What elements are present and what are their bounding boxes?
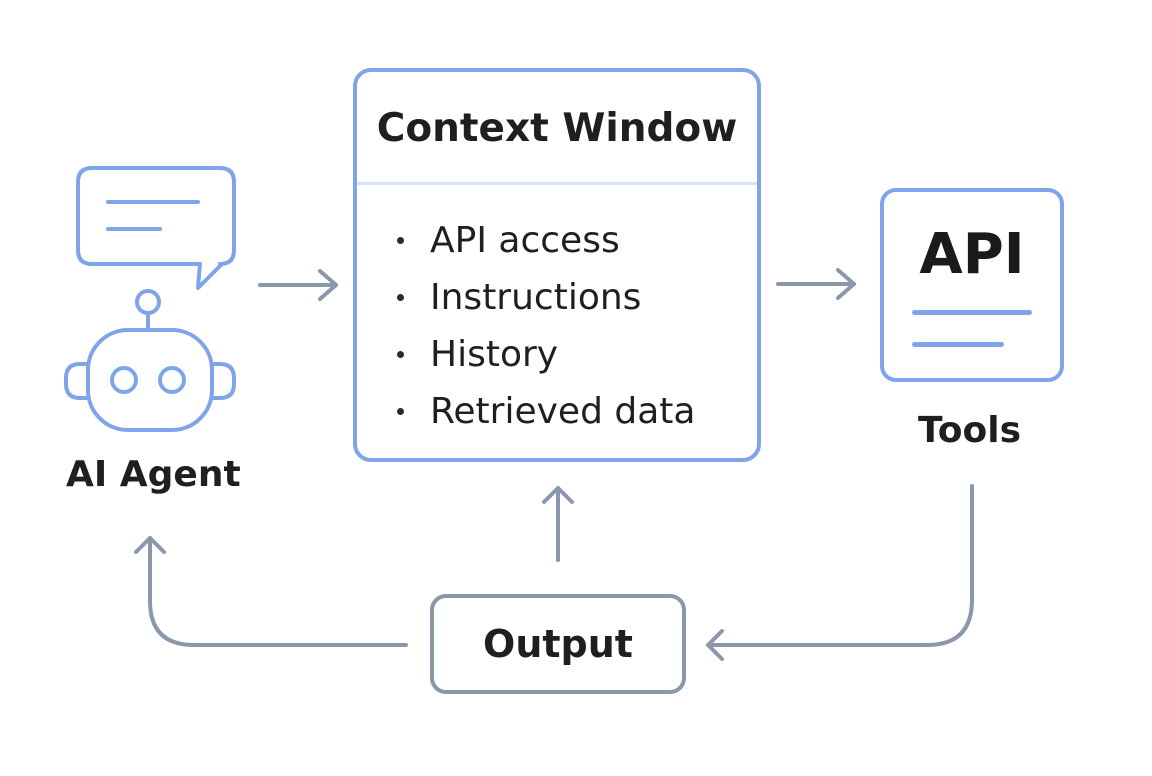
arrow-agent-to-context — [258, 269, 338, 301]
agent-label: AI Agent — [66, 454, 241, 495]
arrow-output-to-agent — [134, 536, 408, 647]
tools-label: Tools — [918, 410, 1022, 451]
arrow-context-to-tools — [776, 268, 856, 300]
output-label: Output — [483, 622, 633, 666]
arrow-output-to-context — [542, 486, 574, 562]
list-item-label: History — [430, 334, 559, 375]
bullet-icon — [397, 237, 404, 244]
robot-icon — [64, 289, 236, 432]
context-window-list: API access Instructions History Retrieve… — [397, 212, 695, 440]
context-window-box: Context Window API access Instructions H… — [353, 68, 761, 462]
list-item: Retrieved data — [397, 383, 695, 440]
list-item-label: API access — [430, 220, 620, 261]
api-text: API — [919, 222, 1025, 287]
arrow-tools-to-output — [706, 484, 974, 661]
api-doc-line — [912, 310, 1032, 315]
output-box: Output — [430, 594, 686, 694]
api-document-icon: API — [880, 188, 1064, 382]
list-item-label: Retrieved data — [430, 391, 696, 432]
api-doc-line — [912, 342, 1004, 347]
list-item: Instructions — [397, 269, 695, 326]
bullet-icon — [397, 408, 404, 415]
chat-bubble-icon — [76, 166, 236, 290]
list-item-label: Instructions — [430, 277, 642, 318]
bullet-icon — [397, 294, 404, 301]
context-window-title: Context Window — [376, 106, 738, 151]
list-item: API access — [397, 212, 695, 269]
bullet-icon — [397, 351, 404, 358]
list-item: History — [397, 326, 695, 383]
context-window-divider — [357, 182, 757, 185]
